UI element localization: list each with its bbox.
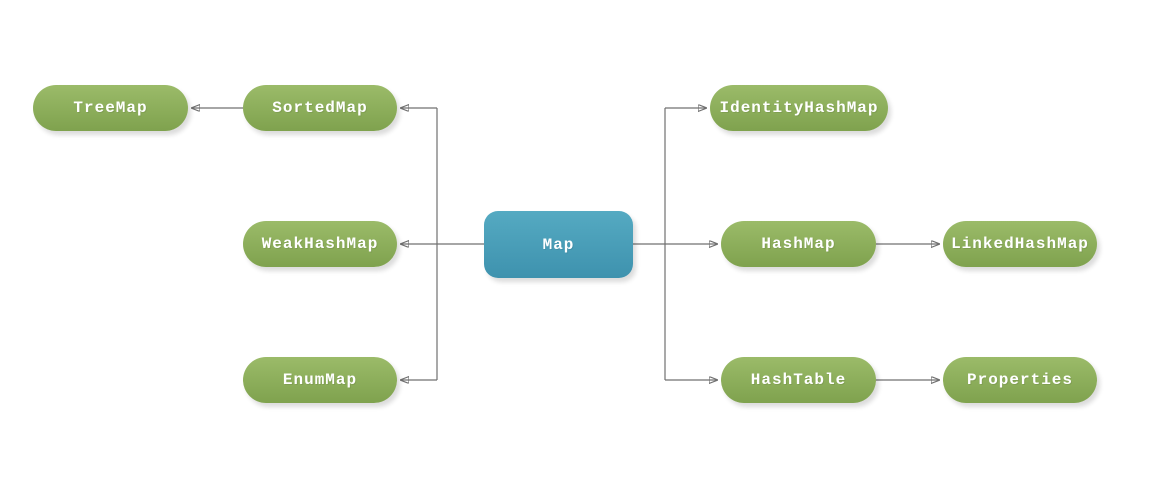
node-linkedhashmap-label: LinkedHashMap	[951, 235, 1089, 253]
node-identityhashmap[interactable]: IdentityHashMap	[710, 85, 888, 131]
node-treemap-label: TreeMap	[73, 99, 148, 117]
node-identityhashmap-label: IdentityHashMap	[719, 99, 879, 117]
node-sortedmap[interactable]: SortedMap	[243, 85, 397, 131]
node-hashtable[interactable]: HashTable	[721, 357, 876, 403]
node-linkedhashmap[interactable]: LinkedHashMap	[943, 221, 1097, 267]
node-treemap[interactable]: TreeMap	[33, 85, 188, 131]
node-properties[interactable]: Properties	[943, 357, 1097, 403]
node-map[interactable]: Map	[484, 211, 633, 278]
node-weakhashmap-label: WeakHashMap	[261, 235, 379, 253]
node-hashtable-label: HashTable	[750, 371, 847, 389]
node-hashmap-label: HashMap	[761, 235, 836, 253]
node-sortedmap-label: SortedMap	[272, 99, 368, 117]
node-weakhashmap[interactable]: WeakHashMap	[243, 221, 397, 267]
node-map-label: Map	[542, 235, 575, 254]
node-properties-label: Properties	[966, 371, 1073, 389]
node-enummap-label: EnumMap	[282, 371, 358, 389]
node-hashmap[interactable]: HashMap	[721, 221, 876, 267]
node-enummap[interactable]: EnumMap	[243, 357, 397, 403]
